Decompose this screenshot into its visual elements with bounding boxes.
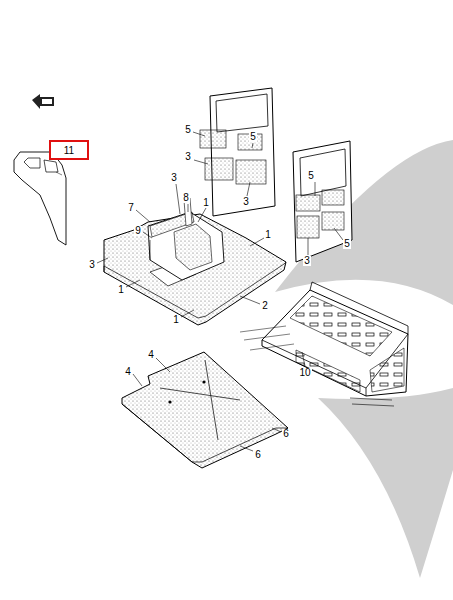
callout-number: 2 [261,301,269,311]
callout-number: 3 [303,256,311,266]
callout-number: 10 [298,368,311,378]
callout-highlight-box: 11 [49,140,89,160]
callout-number: 7 [127,203,135,213]
callout-number: 5 [343,239,351,249]
callout-number: 3 [184,152,192,162]
callout-number: 1 [202,198,210,208]
callout-number: 5 [249,132,257,142]
callout-number: 3 [242,197,250,207]
callout-number: 6 [282,429,290,439]
callout-number: 5 [184,125,192,135]
callout-number: 3 [88,260,96,270]
callout-number: 1 [264,230,272,240]
callout-number: 1 [172,315,180,325]
callout-number: 4 [124,367,132,377]
callout-number: 8 [182,193,190,203]
callout-number: 5 [307,171,315,181]
callout-number: 9 [134,226,142,236]
callout-number: 3 [170,173,178,183]
callout-number: 6 [254,450,262,460]
callout-number: 1 [117,285,125,295]
callout-number: 4 [147,350,155,360]
callout-number: 11 [64,145,74,156]
